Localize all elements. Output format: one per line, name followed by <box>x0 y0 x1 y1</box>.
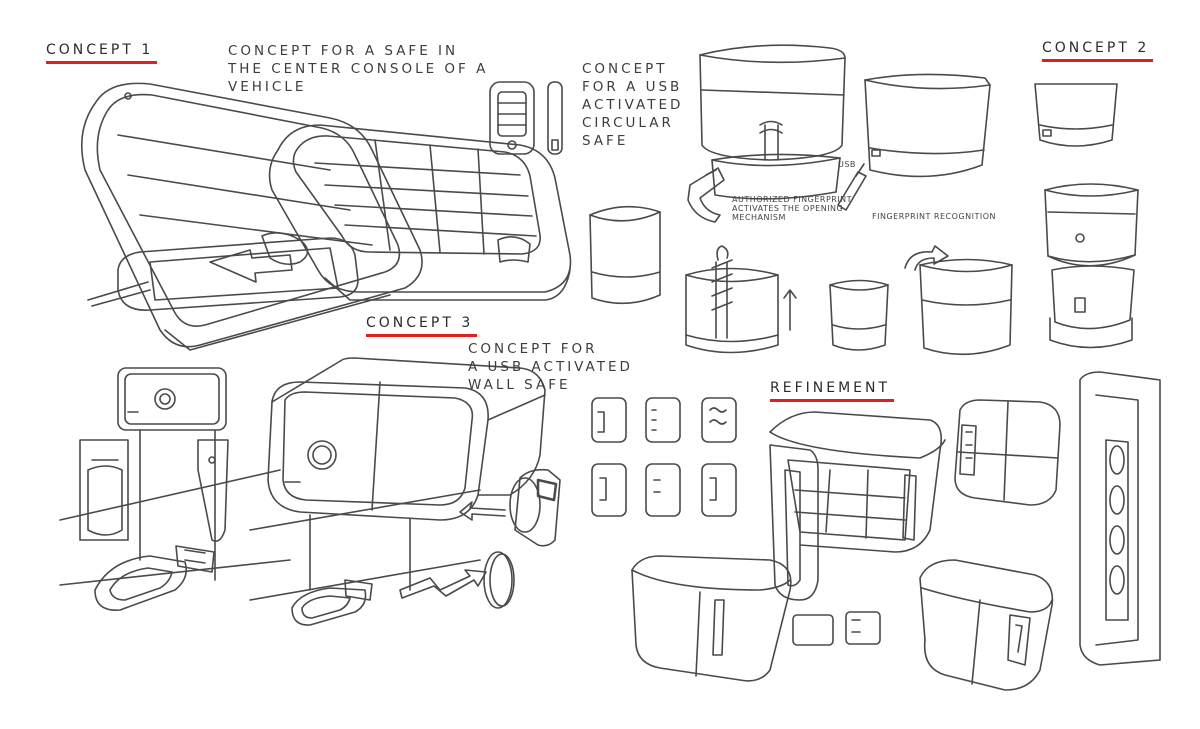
usb-key-sketch <box>489 81 563 155</box>
heading-concept-3: CONCEPT 3 <box>366 315 478 337</box>
note-fingerprint-mechanism: AUTHORIZED FINGERPRINT ACTIVATES THE OPE… <box>732 195 853 222</box>
concept1-console-safe-sketch <box>80 82 572 351</box>
note-usb: USB <box>838 160 856 169</box>
heading-concept-3-text: CONCEPT 3 <box>366 315 474 331</box>
caption-vehicle-safe: CONCEPT FOR A SAFE IN THE CENTER CONSOLE… <box>228 43 489 95</box>
heading-concept-2: CONCEPT 2 <box>1042 40 1154 62</box>
heading-refinement-text: REFINEMENT <box>770 380 891 396</box>
caption-circular-safe: CONCEPT FOR A USB ACTIVATED CIRCULAR SAF… <box>582 61 684 149</box>
refinement-sketches <box>591 371 1161 691</box>
heading-underline <box>1042 59 1154 62</box>
concept2-circular-safe-sketch <box>589 44 1139 356</box>
heading-underline <box>366 334 478 337</box>
heading-concept-1: CONCEPT 1 <box>46 42 158 64</box>
heading-concept-1-text: CONCEPT 1 <box>46 42 154 58</box>
heading-underline <box>770 399 895 402</box>
heading-refinement: REFINEMENT <box>770 380 895 402</box>
note-fingerprint-recognition: FINGERPRINT RECOGNITION <box>872 212 996 221</box>
caption-wall-safe: CONCEPT FOR A USB ACTIVATED WALL SAFE <box>468 341 633 393</box>
heading-underline <box>46 61 158 64</box>
concept3-wall-safe-sketch <box>59 357 561 626</box>
heading-concept-2-text: CONCEPT 2 <box>1042 40 1150 56</box>
